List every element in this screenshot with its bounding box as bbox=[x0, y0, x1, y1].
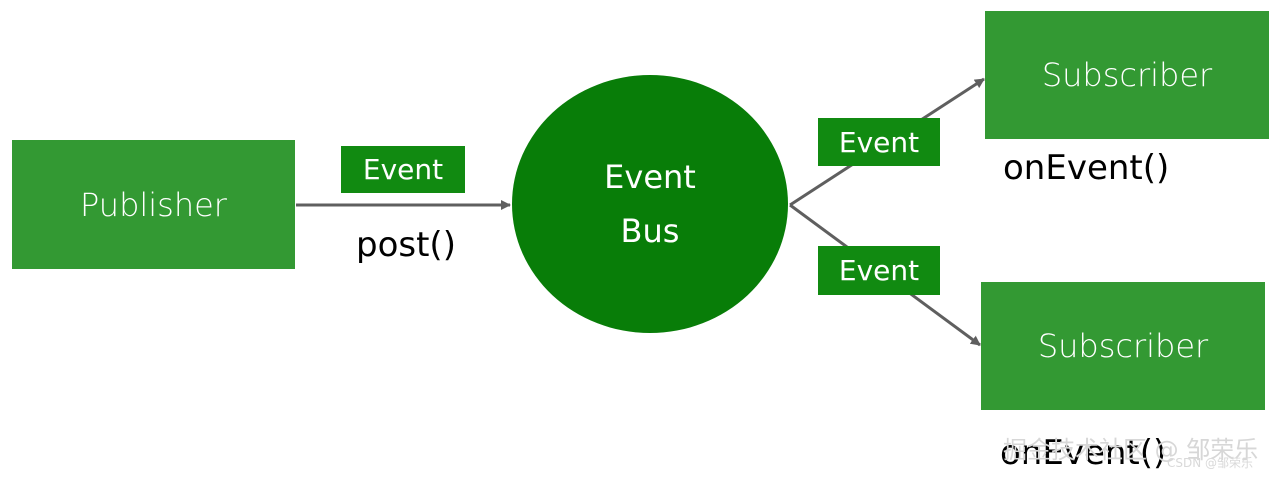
subscriber-top-event-tag: Event bbox=[818, 118, 940, 166]
subscriber-bottom-event-tag: Event bbox=[818, 246, 940, 295]
subscriber-bottom-label: Subscriber bbox=[1037, 327, 1209, 365]
post-event-label: Event bbox=[362, 153, 444, 186]
event-bus-node: Event Bus bbox=[512, 75, 788, 333]
subscriber-bottom-node: Subscriber bbox=[981, 282, 1265, 410]
event-bus-line-1: Event bbox=[604, 158, 696, 196]
post-event-tag: Event bbox=[341, 146, 465, 193]
juejin-watermark: 掘金技术社区 @ 邹荣乐 bbox=[1003, 436, 1259, 464]
publisher-node: Publisher bbox=[12, 140, 295, 269]
subscriber-top-method-label: onEvent() bbox=[1003, 148, 1170, 188]
publisher-label: Publisher bbox=[80, 185, 227, 224]
csdn-watermark: CSDN @邹荣乐 bbox=[1167, 456, 1254, 470]
subscriber-top-node: Subscriber bbox=[985, 11, 1269, 139]
subscriber-bottom-event-label: Event bbox=[838, 254, 920, 287]
event-bus-line-2: Bus bbox=[620, 212, 680, 250]
subscriber-bottom-method-label: onEvent() bbox=[1000, 433, 1167, 473]
subscriber-top-label: Subscriber bbox=[1041, 56, 1213, 94]
post-method-label: post() bbox=[356, 225, 456, 265]
subscriber-top-event-label: Event bbox=[838, 125, 920, 159]
